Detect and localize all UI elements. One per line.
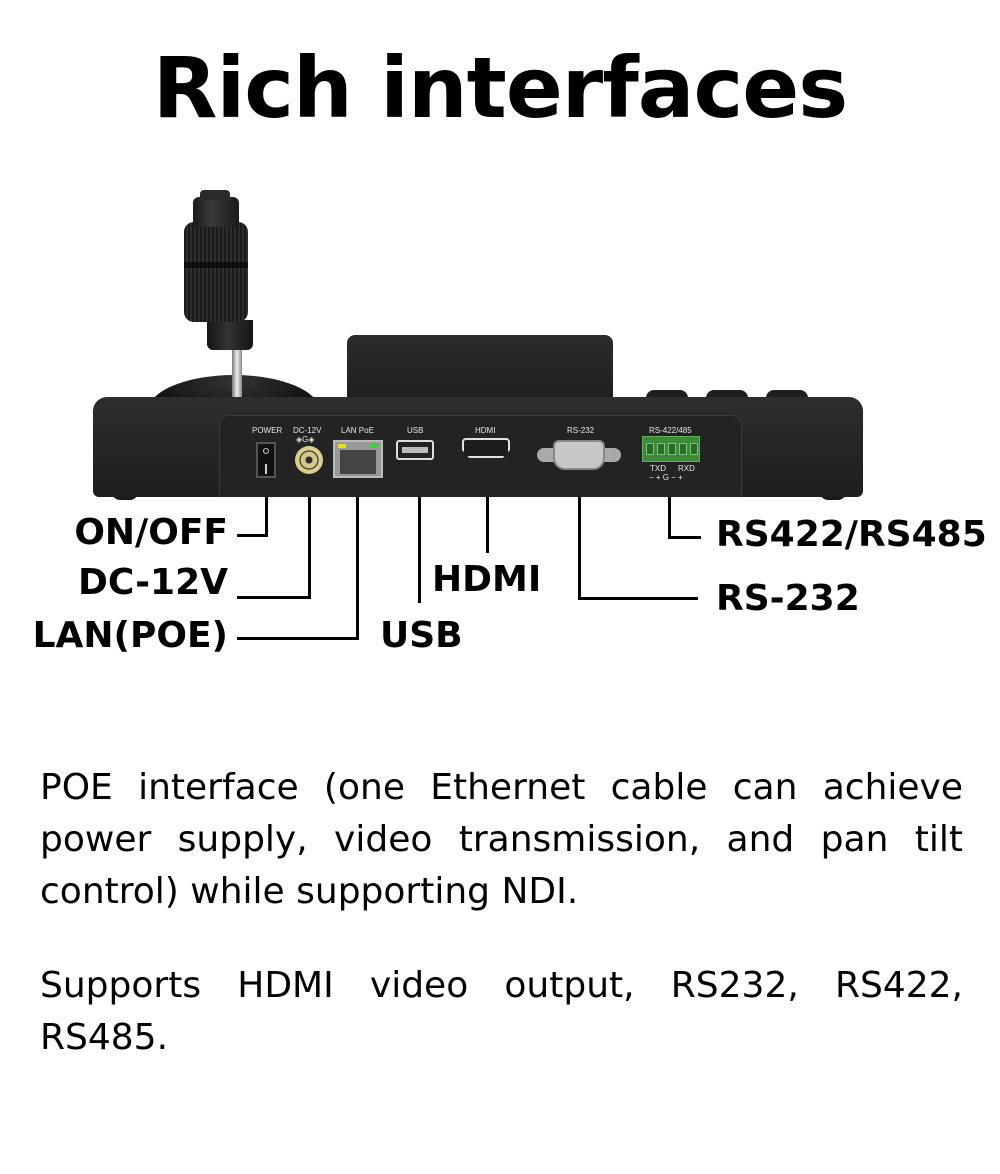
poe-description: POE interface (one Ethernet cable can ac… <box>40 767 963 912</box>
rs232-port-label: RS-232 <box>567 426 595 435</box>
txd-label: TXD <box>650 464 666 473</box>
joystick-band <box>184 262 248 268</box>
led-yellow <box>338 444 346 448</box>
interfaces-description: Supports HDMI video output, RS232, RS422… <box>40 965 963 1058</box>
joystick-knob-lower <box>207 320 253 350</box>
usb-port <box>396 440 434 460</box>
rs422-port-label: RS-422/485 <box>649 426 692 435</box>
joystick-neck <box>193 197 239 227</box>
ptz-controller-image: POWER DC-12V ◈G◈ LAN PoE USB HDMI RS-232… <box>0 0 1000 520</box>
led-green <box>370 444 378 448</box>
joystick-grip <box>184 222 248 322</box>
pin-label: − + G − + <box>649 473 683 482</box>
rj45-port <box>333 440 383 478</box>
hdmi-port-label: HDMI <box>475 426 496 435</box>
dc-polarity-label: ◈G◈ <box>296 435 315 444</box>
hdmi-port <box>462 438 510 458</box>
power-switch <box>256 442 276 478</box>
lan-port-label: LAN PoE <box>341 426 374 435</box>
callout-rs422-485: RS422/RS485 <box>716 514 987 555</box>
callout-on-off: ON/OFF <box>74 512 228 553</box>
callout-lan-poe: LAN(POE) <box>32 615 228 656</box>
db9-port <box>537 440 621 470</box>
callout-rs232: RS-232 <box>716 578 860 619</box>
page-title: Rich interfaces <box>152 39 848 137</box>
power-port-label: POWER <box>252 426 283 435</box>
terminal-block <box>642 436 700 462</box>
callout-hdmi: HDMI <box>432 559 542 600</box>
callout-usb: USB <box>380 615 463 656</box>
joystick-cap <box>200 190 230 200</box>
rxd-label: RXD <box>678 464 695 473</box>
dc-jack <box>295 446 323 474</box>
dc-port-label: DC-12V <box>293 426 322 435</box>
joystick-shaft <box>232 348 242 398</box>
callout-dc12v: DC-12V <box>77 562 228 603</box>
usb-port-label: USB <box>407 426 424 435</box>
